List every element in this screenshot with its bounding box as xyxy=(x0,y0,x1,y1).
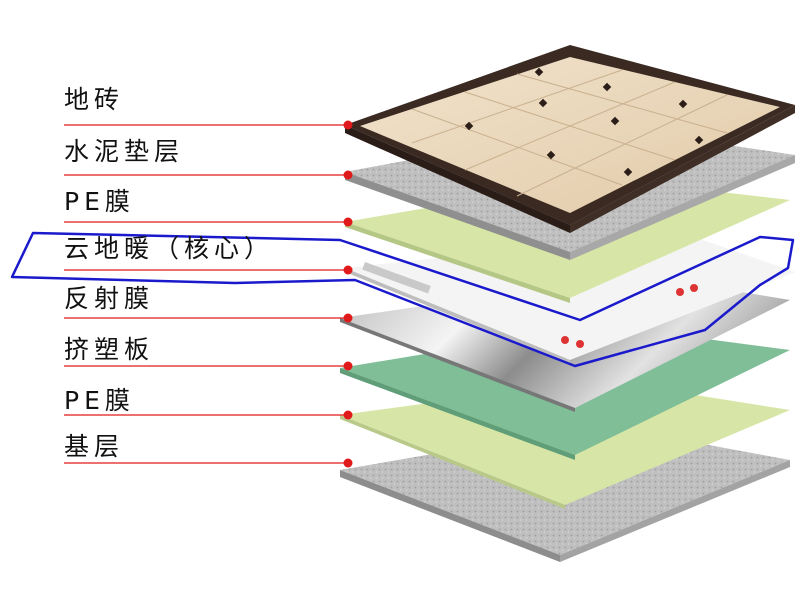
leader-dot-3 xyxy=(343,265,353,275)
leader-dot-0 xyxy=(343,120,353,130)
leader-lines xyxy=(64,120,353,468)
label-base: 基层 xyxy=(64,432,125,461)
leader-dot-1 xyxy=(343,170,353,180)
leader-dot-7 xyxy=(343,458,353,468)
label-pe-film-upper: PE膜 xyxy=(64,187,135,216)
leader-dot-4 xyxy=(343,313,353,323)
label-reflective-film: 反射膜 xyxy=(64,284,155,313)
label-pe-film-lower: PE膜 xyxy=(64,386,135,415)
leader-dot-6 xyxy=(343,410,353,420)
leader-dot-5 xyxy=(343,361,353,371)
label-extruded-board: 挤塑板 xyxy=(64,335,155,364)
label-cement-screed: 水泥垫层 xyxy=(64,137,185,166)
label-heating-core: 云地暖（核心） xyxy=(64,234,275,263)
leader-dot-2 xyxy=(343,217,353,227)
layer-floor-tile xyxy=(345,45,795,233)
label-floor-tile: 地砖 xyxy=(64,85,125,114)
highlight-outline xyxy=(10,231,795,368)
